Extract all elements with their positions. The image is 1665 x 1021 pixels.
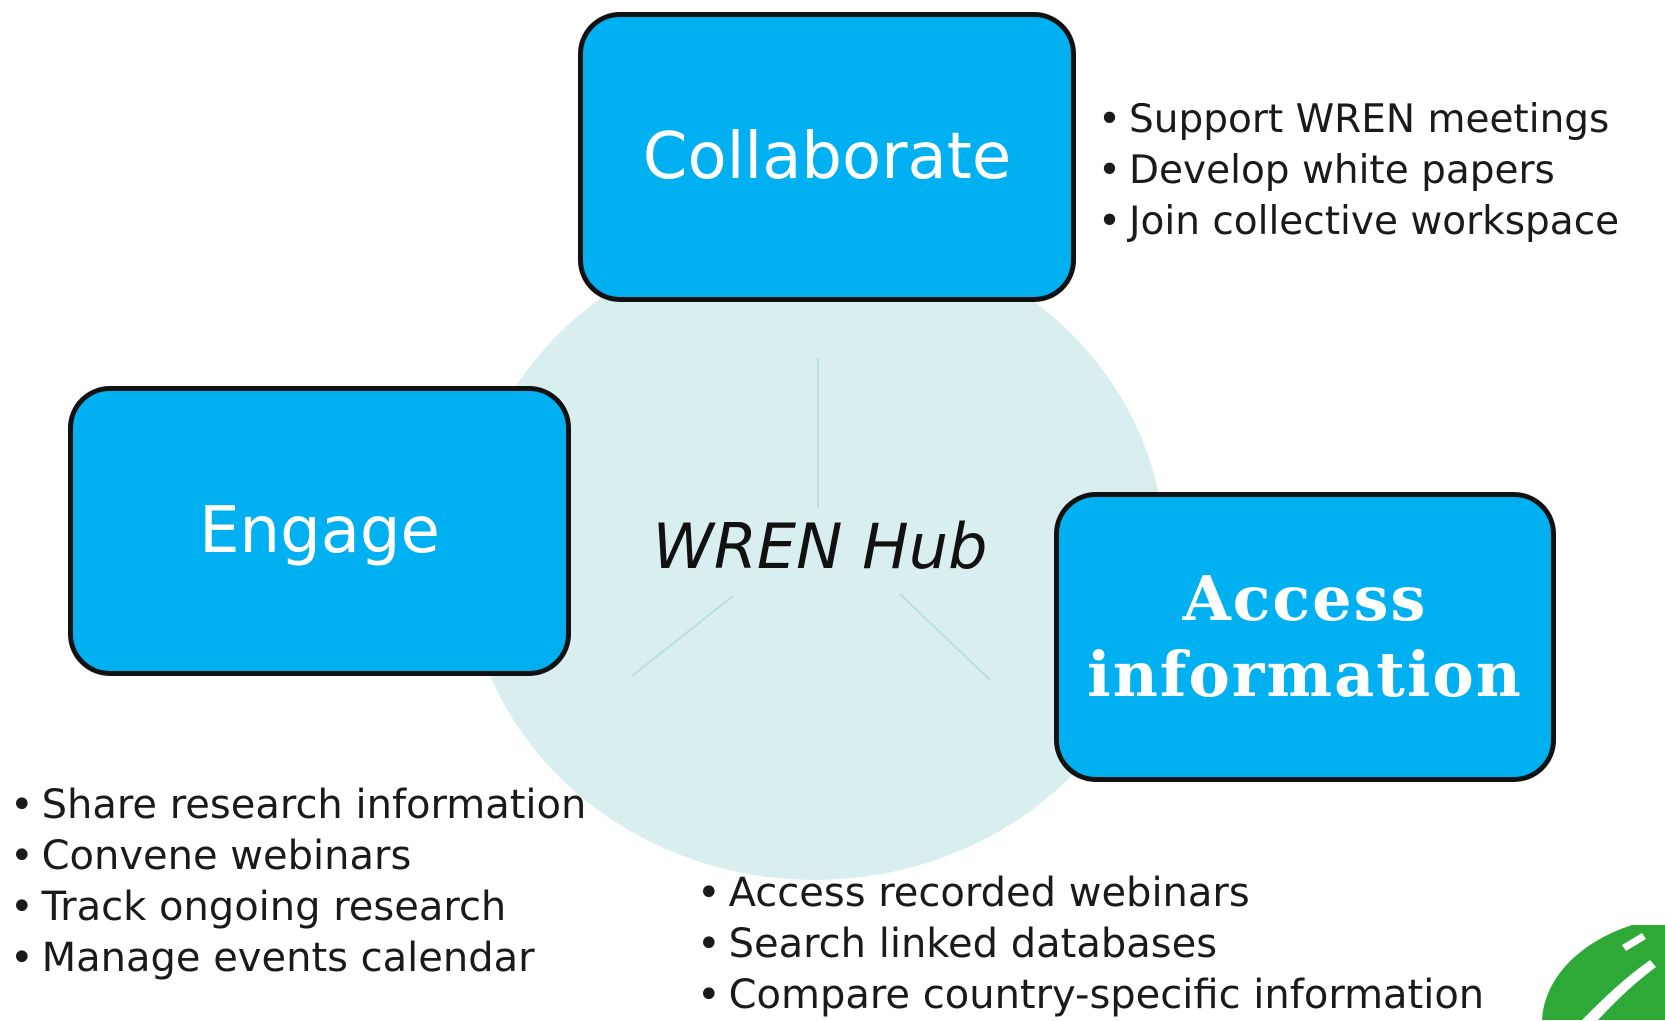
access-information-label: Access information — [1087, 561, 1523, 713]
access-label-line2: information — [1087, 638, 1523, 711]
logo-white-stroke-2 — [1622, 933, 1646, 951]
bullet-item: Share research information — [10, 780, 587, 831]
logo-white-stroke — [1582, 960, 1656, 1020]
bullet-item: Manage events calendar — [10, 933, 586, 984]
hub-label: WREN Hub — [652, 510, 988, 583]
engage-bullets: Share research information Convene webin… — [10, 780, 587, 984]
access-bullets: Access recorded webinars Search linked d… — [697, 868, 1485, 1021]
access-information-node: Access information — [1054, 492, 1556, 782]
bullet-item: Track ongoing research — [10, 882, 586, 933]
spoke-left — [631, 595, 734, 677]
collaborate-bullets: Support WREN meetings Develop white pape… — [1098, 94, 1619, 247]
bullet-item: Compare country-specific information — [697, 970, 1485, 1021]
collaborate-node: Collaborate — [578, 12, 1076, 302]
hub-circle — [465, 230, 1165, 880]
bullet-item: Search linked databases — [697, 919, 1484, 970]
access-label-line1: Access — [1182, 562, 1428, 635]
engage-label: Engage — [199, 494, 440, 568]
bullet-item: Convene webinars — [10, 831, 586, 882]
spoke-right — [899, 593, 991, 681]
wren-logo-icon — [1542, 925, 1665, 1020]
bullet-item: Develop white papers — [1098, 145, 1619, 196]
bullet-item: Access recorded webinars — [697, 868, 1484, 919]
logo-green-shape — [1542, 925, 1665, 1020]
collaborate-label: Collaborate — [642, 120, 1012, 194]
bullet-item: Join collective workspace — [1098, 196, 1619, 247]
engage-node: Engage — [68, 386, 571, 676]
bullet-item: Support WREN meetings — [1098, 94, 1619, 145]
